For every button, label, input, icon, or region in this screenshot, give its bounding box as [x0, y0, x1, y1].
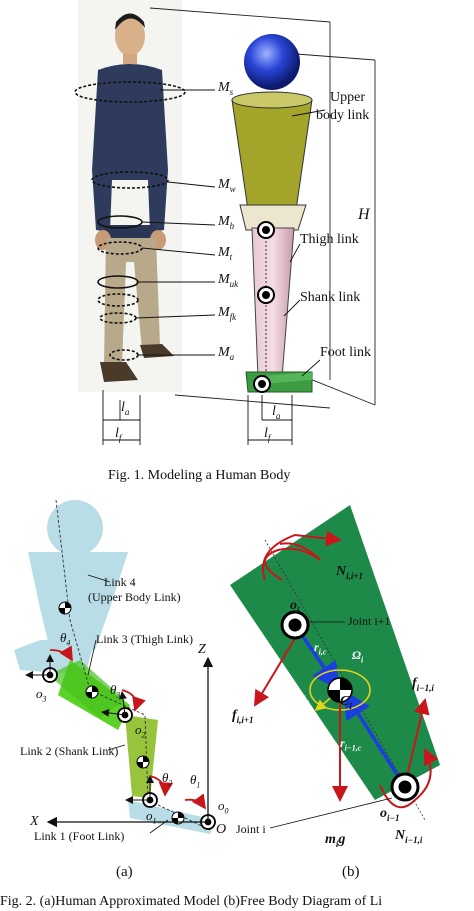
label-link3: Link 3 (Thigh Link) — [96, 632, 193, 646]
label-f-right: fi−1,i — [412, 676, 434, 693]
label-o1: o1 — [146, 808, 157, 826]
label-mw: Mw — [218, 177, 236, 194]
label-Ci: Ci — [340, 694, 352, 711]
label-mh: Mh — [218, 214, 235, 231]
label-v: vc — [300, 690, 309, 707]
label-r-ci: ri,c — [314, 640, 327, 657]
label-o-im1: oi−1 — [380, 806, 400, 823]
label-foot-link: Foot link — [320, 345, 371, 360]
label-lf-photo: lf — [115, 426, 122, 443]
ms-ring — [74, 81, 186, 103]
label-link2: Link 2 (Shank Link) — [20, 744, 119, 758]
panel-b — [230, 505, 440, 829]
label-thigh-link: Thigh link — [300, 232, 359, 247]
label-N-bot: Ni−1,i — [395, 828, 423, 845]
label-theta4: θ4 — [60, 630, 71, 648]
label-r-lower: ri−1,c — [340, 736, 362, 753]
label-la-model: la — [272, 404, 281, 421]
panel-b-label: (b) — [342, 864, 360, 880]
label-upper-body-2: body link — [316, 108, 370, 123]
label-link4: Link 4 — [104, 575, 136, 589]
label-oi: oi — [290, 598, 300, 615]
label-H: H — [358, 206, 370, 223]
label-o3: o3 — [36, 686, 47, 704]
label-omega: Ωi — [352, 648, 364, 665]
label-theta3: θ3 — [110, 682, 121, 700]
label-o0: o0 — [218, 798, 229, 816]
label-mt: Mt — [218, 245, 233, 262]
figure-2-diagram — [14, 500, 440, 834]
panel-a-label: (a) — [116, 864, 133, 880]
label-mg: mig — [325, 832, 346, 849]
label-ms: Ms — [218, 80, 234, 97]
figure-1-diagram — [74, 7, 376, 445]
axis-X: X — [30, 814, 39, 829]
mw-ring — [91, 171, 169, 189]
label-o2: o2 — [135, 722, 146, 740]
label-joint-top: Joint i+1 — [348, 614, 391, 628]
label-joint-i: Joint i — [236, 822, 266, 836]
panel-a — [14, 500, 216, 834]
label-lf-model: lf — [264, 426, 271, 443]
figure-1-caption: Fig. 1. Modeling a Human Body — [108, 468, 291, 483]
label-muk: Muk — [218, 272, 239, 289]
axis-Z: Z — [198, 642, 206, 657]
label-N-top: Ni,i+1 — [336, 564, 364, 581]
origin-O: O — [216, 822, 227, 837]
label-la-photo: la — [121, 400, 130, 417]
label-theta2: θ2 — [162, 770, 173, 788]
head-sphere — [244, 34, 300, 90]
human-photo — [78, 0, 182, 392]
label-f-left: fi,i+1 — [232, 708, 254, 725]
label-link4-sub: (Upper Body Link) — [88, 590, 181, 604]
label-shank-link: Shank link — [300, 290, 361, 305]
label-upper-body-1: Upper — [330, 90, 365, 105]
label-mfk: Mfk — [218, 305, 237, 322]
figure-2-caption: Fig. 2. (a)Human Approximated Model (b)F… — [0, 894, 383, 909]
label-link1: Link 1 (Foot Link) — [34, 829, 125, 843]
label-ma: Ma — [218, 345, 235, 362]
label-theta1: θ1 — [190, 772, 201, 790]
